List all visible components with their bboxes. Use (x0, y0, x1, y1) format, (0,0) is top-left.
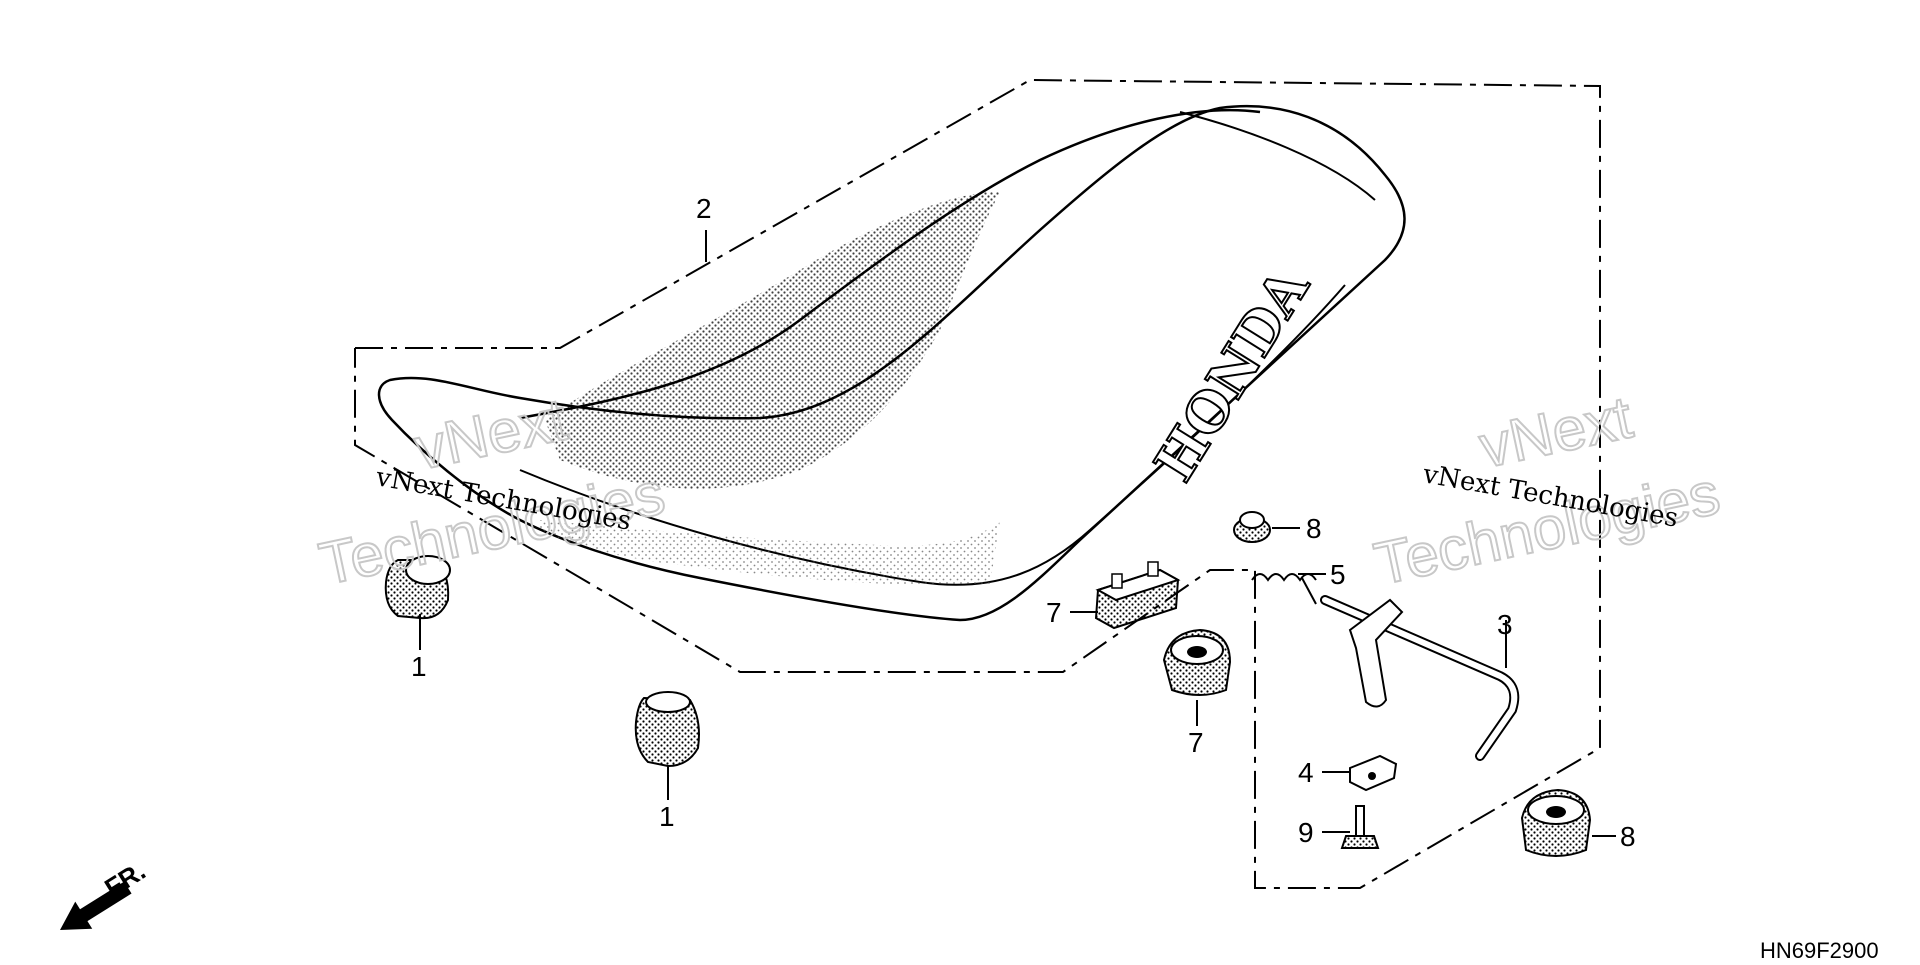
grommet-part-1-left (384, 555, 451, 650)
seat-group-boundary (354, 78, 1601, 889)
callout-7-right: 8 (1620, 821, 1636, 852)
callout-3: 3 (1497, 609, 1513, 640)
front-direction-arrow (60, 881, 132, 930)
spring-part-5 (1251, 573, 1326, 605)
bolt-part-9 (1322, 805, 1380, 849)
damper-part-7-right (1520, 788, 1616, 857)
seat-side-line (1179, 111, 1376, 201)
damper-part-7-center (1162, 628, 1232, 726)
nut-part-8 (1233, 511, 1300, 543)
cushion-part-6 (1070, 561, 1181, 630)
lock-rod-part-3 (1320, 595, 1520, 761)
grommet-part-1-center (634, 691, 700, 800)
callout-4: 4 (1298, 757, 1314, 788)
seat-lower-trim (519, 284, 1346, 586)
callout-1-left: 1 (411, 651, 427, 682)
clamp-part-4 (1322, 754, 1398, 792)
watermark-large-right-1: vNext (1474, 383, 1638, 480)
diagram-code: HN69F2900 (1760, 938, 1879, 960)
callout-9: 9 (1298, 817, 1314, 848)
callout-6: 7 (1046, 597, 1062, 628)
lock-hook (1348, 598, 1404, 708)
callout-8: 8 (1306, 513, 1322, 544)
seat-wing-graphic (545, 191, 1000, 489)
seat-wing-graphic-lower (540, 520, 1000, 586)
callout-2: 2 (696, 193, 712, 224)
callout-5: 5 (1330, 559, 1346, 590)
callout-1-center: 1 (659, 801, 675, 832)
callout-7-center: 7 (1188, 727, 1204, 758)
